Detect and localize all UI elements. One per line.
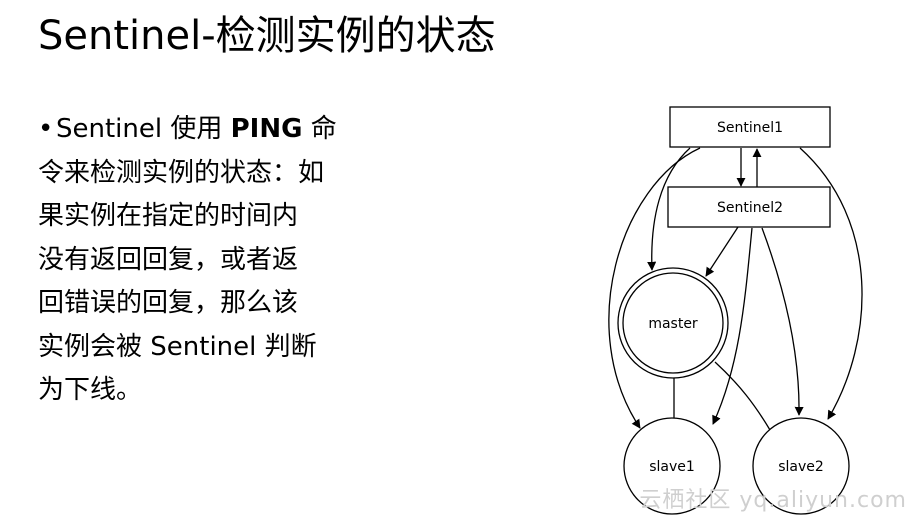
node-slave1: slave1 xyxy=(623,417,721,515)
node-slave2-label: slave2 xyxy=(778,459,824,475)
bullet-line-6: 实例会被 Sentinel 判断 xyxy=(38,331,317,362)
edge-sentinel1-slave2 xyxy=(799,147,863,420)
node-sentinel2-label: Sentinel2 xyxy=(717,200,783,216)
bullet-line-5: 回错误的回复，那么该 xyxy=(38,288,299,318)
edge-sentinel2-master xyxy=(705,226,739,277)
edge-sentinel1-slave1 xyxy=(608,147,701,429)
edge-sentinel1-master xyxy=(647,147,691,271)
node-master: master xyxy=(617,267,729,379)
edge-sentinel2-slave1 xyxy=(712,227,753,425)
node-sentinel1-label: Sentinel1 xyxy=(717,120,783,136)
bullet-text-post: 命 xyxy=(302,114,337,144)
bullet-dot: • xyxy=(38,114,54,144)
bullet-line-4: 没有返回回复，或者返 xyxy=(38,244,299,275)
bullet-text-pre: Sentinel 使用 xyxy=(56,114,231,144)
node-slave1-label: slave1 xyxy=(649,459,695,475)
bullet-paragraph: •Sentinel 使用 PING 命 令来检测实例的状态：如 果实例在指定的时… xyxy=(38,108,398,413)
watermark: 云栖社区 yq.aliyun.com xyxy=(639,488,907,513)
bullet-line-7: 为下线。 xyxy=(38,375,143,405)
bullet-text-bold: PING xyxy=(230,114,303,144)
bullet-line-2: 令来检测实例的状态：如 xyxy=(38,157,325,188)
node-slave2: slave2 xyxy=(752,417,850,515)
slide-title: Sentinel-检测实例的状态 xyxy=(38,13,496,59)
edge-sentinel2-slave2 xyxy=(761,227,804,416)
bullet-line-3: 果实例在指定的时间内 xyxy=(38,201,299,231)
edge-master-slave2 xyxy=(714,361,771,431)
node-master-label: master xyxy=(648,316,698,332)
node-sentinel1: Sentinel1 xyxy=(669,106,831,148)
bullet-line-1: •Sentinel 使用 PING 命 xyxy=(38,108,398,152)
node-sentinel2: Sentinel2 xyxy=(667,186,831,228)
